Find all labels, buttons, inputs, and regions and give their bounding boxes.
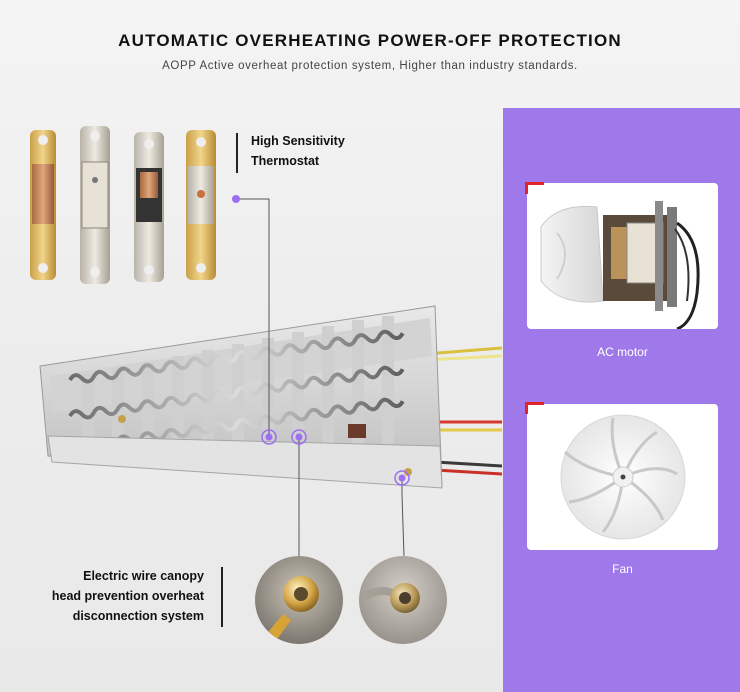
thermostat-group [22, 122, 222, 292]
page-title: AUTOMATIC OVERHEATING POWER-OFF PROTECTI… [118, 31, 622, 50]
thermostat-icon [30, 126, 216, 284]
fan-card-corner [525, 402, 544, 414]
ac-motor-card [527, 183, 718, 329]
fan-icon [560, 414, 686, 540]
fan-label: Fan [612, 562, 633, 576]
page-subtitle: AOPP Active overheat protection system, … [162, 60, 578, 72]
wire-canopy-callout: Electric wire canopy head prevention ove… [8, 566, 204, 626]
thermostat-callout-line-1: High Sensitivity [251, 134, 345, 148]
fan-card [527, 404, 718, 550]
terminal-closeup-2 [359, 556, 447, 644]
wire-canopy-line-1: Electric wire canopy [83, 569, 204, 583]
thermostat-callout-line-2: Thermostat [251, 154, 320, 168]
wire-terminal-icon [255, 556, 343, 644]
wire-canopy-callout-bar [221, 567, 223, 627]
thermostat-callout-bar [236, 133, 238, 173]
ac-motor-label: AC motor [597, 345, 648, 359]
wire-terminal-icon [359, 556, 447, 644]
heating-element [30, 296, 502, 508]
heating-coil-icon [39, 305, 502, 489]
wire-canopy-line-2: head prevention overheat [51, 589, 204, 603]
terminal-closeup-1 [255, 556, 343, 644]
wire-canopy-line-3: disconnection system [72, 609, 204, 623]
motor-card-corner [525, 182, 544, 194]
ac-motor-icon [540, 201, 700, 329]
thermostat-callout: High Sensitivity Thermostat [251, 131, 345, 171]
